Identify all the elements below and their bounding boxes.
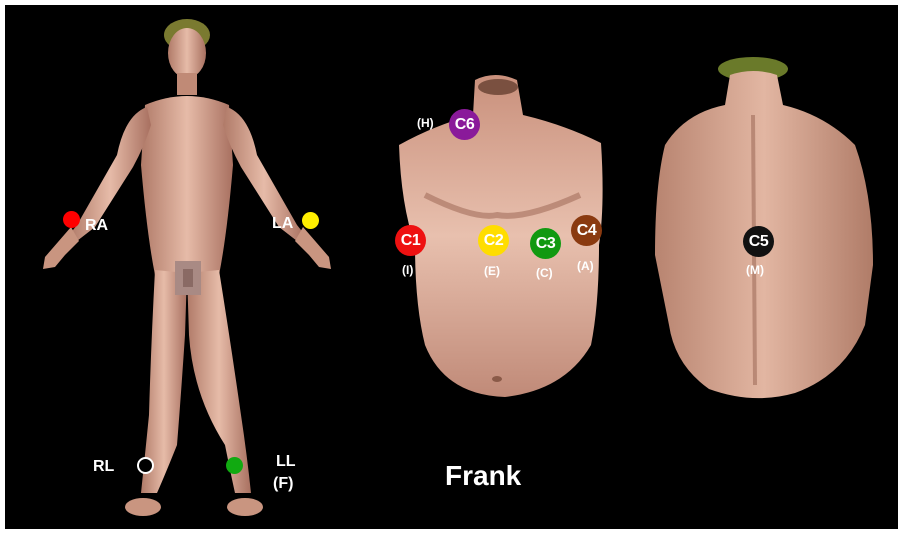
electrode-c3-sublabel: (C) bbox=[536, 266, 553, 280]
electrode-ra[interactable] bbox=[63, 211, 80, 228]
electrode-c6[interactable]: C6 bbox=[449, 109, 480, 140]
ecg-lead-placement-diagram: RA LA RL LL (F) C1 (I) C2 (E) C3 (C) C4 … bbox=[5, 5, 898, 529]
electrode-c3-label: C3 bbox=[536, 235, 555, 253]
electrode-ra-label: RA bbox=[85, 217, 108, 235]
full-body-figure bbox=[43, 19, 331, 516]
electrode-c2-sublabel: (E) bbox=[484, 264, 500, 278]
body-figures bbox=[5, 5, 898, 529]
electrode-c2-label: C2 bbox=[484, 232, 503, 250]
electrode-ll-label: LL bbox=[276, 453, 296, 471]
electrode-c4[interactable]: C4 bbox=[571, 215, 602, 246]
electrode-c6-label: C6 bbox=[455, 116, 474, 134]
electrode-c5[interactable]: C5 bbox=[743, 226, 774, 257]
electrode-c3[interactable]: C3 bbox=[530, 228, 561, 259]
electrode-c2[interactable]: C2 bbox=[478, 225, 509, 256]
electrode-c6-sublabel: (H) bbox=[417, 116, 434, 130]
electrode-la-label: LA bbox=[272, 215, 293, 233]
electrode-c1-sublabel: (I) bbox=[402, 263, 413, 277]
electrode-ll[interactable] bbox=[226, 457, 243, 474]
electrode-c4-sublabel: (A) bbox=[577, 259, 594, 273]
electrode-rl-label: RL bbox=[93, 458, 114, 476]
electrode-la[interactable] bbox=[302, 212, 319, 229]
electrode-c4-label: C4 bbox=[577, 222, 596, 240]
electrode-c5-label: C5 bbox=[749, 233, 768, 251]
electrode-rl[interactable] bbox=[137, 457, 154, 474]
diagram-title: Frank bbox=[445, 460, 521, 492]
electrode-c5-sublabel: (M) bbox=[746, 263, 764, 277]
electrode-c1[interactable]: C1 bbox=[395, 225, 426, 256]
electrode-ll-sublabel: (F) bbox=[273, 475, 293, 493]
electrode-c1-label: C1 bbox=[401, 232, 420, 250]
